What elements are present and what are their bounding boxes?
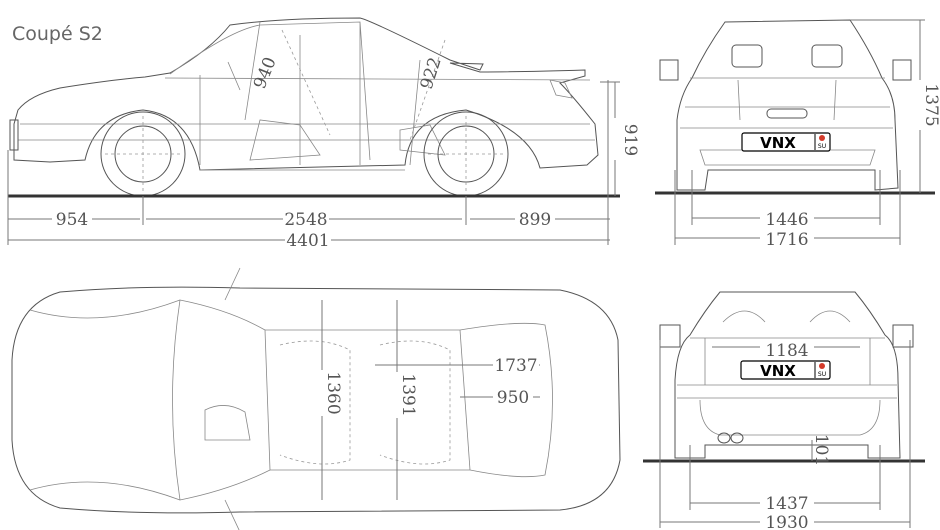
plate-emblem-icon: [819, 135, 825, 141]
front-grille-bumper-lines: [680, 77, 893, 166]
rear-view: VNX SU 1184 1437 1930 101: [643, 291, 925, 530]
rear-plate-text: VNX: [760, 362, 796, 380]
top-body-outline: [11, 286, 621, 514]
side-front-bumper: [9, 119, 19, 151]
front-plate-text: VNX: [760, 134, 796, 152]
side-body-detail-lines: [18, 77, 595, 171]
width-dim: 1716: [765, 230, 808, 250]
rear-trunk-bumper-lines: [677, 337, 897, 436]
model-title: Coupé S2: [12, 23, 103, 45]
front-shoulder-width-dim: 1360: [323, 371, 343, 414]
side-view: 954 2548 899 4401 919 940 922: [7, 17, 640, 251]
side-tail-light: [549, 79, 573, 99]
trunk-height-dim: 919: [620, 124, 640, 156]
audi-rings-logo: [766, 108, 808, 119]
top-view: 1737 950 1360 1391: [11, 267, 621, 530]
front-headroom-dim: 940: [250, 54, 281, 92]
rear-headroom-dim: 922: [417, 55, 446, 92]
wheel-center-marks: [105, 116, 504, 192]
rear-track-dim: 1437: [765, 494, 808, 514]
front-track-dim: 1446: [765, 210, 808, 230]
rear-overhang-dim: 899: [519, 210, 551, 230]
rear-headrests: [722, 310, 851, 323]
exhaust-tip: [717, 432, 731, 444]
top-seat-outlines: [279, 340, 451, 465]
front-left-headrest: [731, 44, 763, 68]
side-door-pillar-lines: [169, 21, 421, 166]
front-body-outline: [676, 19, 899, 191]
front-right-headrest: [811, 44, 843, 68]
ground-clearance-dim: 101: [811, 434, 831, 466]
front-plate-country: SU: [818, 143, 826, 150]
side-seat-outlines: [227, 61, 446, 161]
rear-plate-country: SU: [818, 371, 826, 378]
side-body-outline: [13, 17, 599, 171]
height-dim: 1375: [921, 83, 940, 126]
plate-emblem-icon: [819, 363, 825, 369]
wheelbase-dim: 2548: [284, 210, 327, 230]
mirror-width-dim: 1930: [765, 513, 808, 530]
rear-seat-length-dim: 950: [497, 388, 529, 408]
front-view: VNX SU 1446 1716 1375: [655, 19, 940, 250]
interior-length-dim: 1737: [494, 356, 537, 376]
rear-body-outline: [674, 291, 901, 459]
front-overhang-dim: 954: [56, 210, 88, 230]
rear-right-mirror: [892, 324, 914, 348]
rear-shoulder-width-dim: 1391: [398, 373, 418, 416]
front-right-mirror: [892, 59, 912, 81]
length-dim: 4401: [286, 231, 329, 251]
top-cabin-and-rear-window: [265, 322, 553, 478]
top-windshield: [172, 299, 271, 501]
front-license-plate: VNX SU: [741, 132, 831, 152]
front-left-mirror: [659, 59, 679, 81]
exhaust-tip: [730, 432, 744, 444]
trunk-width-dim: 1184: [765, 341, 808, 361]
headroom-measure-lines: [281, 29, 446, 141]
rear-license-plate: VNX SU: [740, 360, 831, 380]
top-hood-lines: [29, 299, 181, 501]
top-steering-and-mirrors: [204, 267, 251, 530]
rear-left-mirror: [659, 324, 681, 348]
